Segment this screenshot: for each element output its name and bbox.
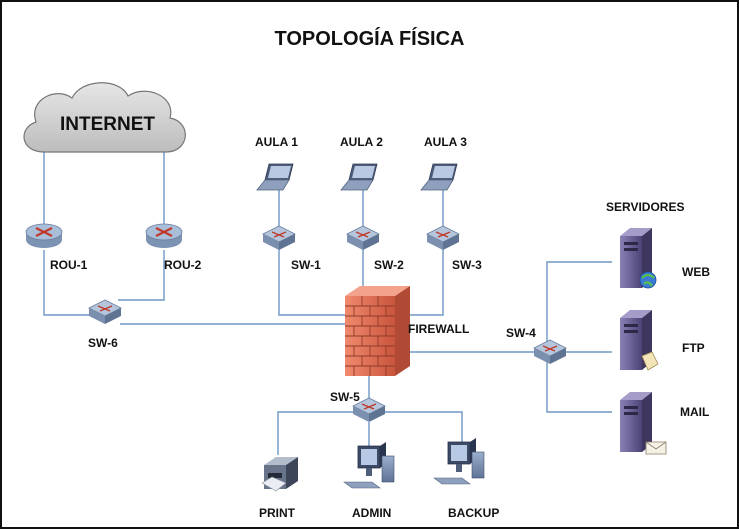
link-sw5-print [277, 411, 355, 455]
link-sw5-backup [385, 411, 463, 445]
laptop-icon [340, 163, 378, 191]
link-sw4-mail [546, 362, 612, 413]
switch-icon [352, 397, 386, 422]
switch-icon [88, 299, 122, 324]
link-sw4-web [546, 261, 612, 342]
switch-label-sw1: SW-1 [291, 258, 321, 272]
link-sw1-firewall [278, 248, 345, 316]
link-sw3-firewall [400, 248, 444, 316]
link-rou1-sw6 [43, 250, 100, 316]
web-server-icon [620, 228, 657, 289]
switch-label-sw6: SW-6 [88, 336, 118, 350]
switch-icon [533, 339, 567, 364]
connection-links [43, 140, 612, 455]
switch-icon [262, 225, 296, 250]
ftp-server-icon [620, 310, 659, 371]
switch-label-sw4: SW-4 [506, 326, 536, 340]
server-label-ftp: FTP [682, 341, 705, 355]
cloud-label: INTERNET [60, 114, 155, 135]
endpoint-label-backup: BACKUP [448, 506, 500, 520]
laptop-icon [420, 163, 458, 191]
server-label-web: WEB [682, 265, 710, 279]
laptop-icon [256, 163, 294, 191]
switch-icon [346, 225, 380, 250]
workstation-icon [433, 438, 485, 485]
workstation-icon [343, 442, 395, 489]
switch-label-sw5: SW-5 [330, 390, 360, 404]
aula-label-3: AULA 3 [424, 135, 467, 149]
router-label-rou2: ROU-2 [164, 258, 202, 272]
cloud-icon [23, 82, 186, 153]
router-label-rou1: ROU-1 [50, 258, 88, 272]
router-icon [145, 223, 183, 248]
server-label-mail: MAIL [680, 405, 710, 419]
firewall-brick-icon [345, 286, 410, 376]
firewall-label: FIREWALL [408, 322, 470, 336]
endpoint-label-admin: ADMIN [352, 506, 392, 520]
endpoint-label-print: PRINT [259, 506, 295, 520]
aula-label-1: AULA 1 [255, 135, 298, 149]
servers-heading: SERVIDORES [606, 200, 685, 214]
switch-label-sw2: SW-2 [374, 258, 404, 272]
switch-label-sw3: SW-3 [452, 258, 482, 272]
switch-icon [426, 225, 460, 250]
printer-icon [261, 457, 298, 492]
router-icon [25, 223, 63, 248]
link-rou2-sw6 [118, 250, 165, 301]
aula-label-2: AULA 2 [340, 135, 383, 149]
diagram-title: TOPOLOGÍA FÍSICA [274, 28, 465, 50]
mail-server-icon [620, 392, 667, 455]
